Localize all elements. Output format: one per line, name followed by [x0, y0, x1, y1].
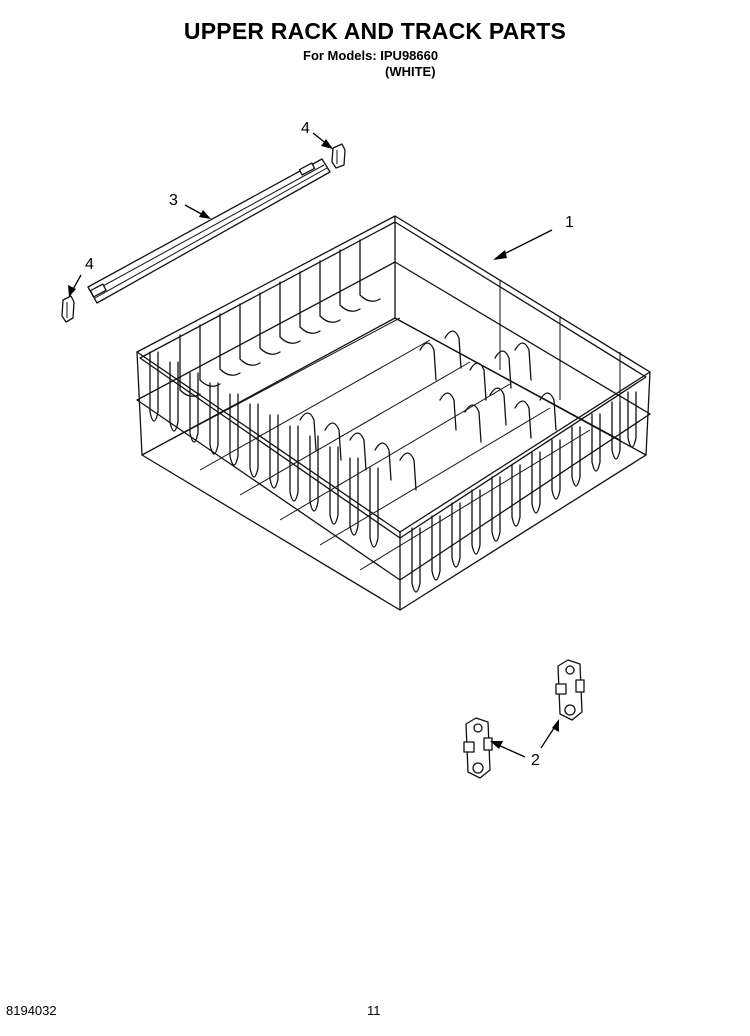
leader-2-right — [540, 719, 559, 749]
leader-3 — [184, 204, 211, 219]
rack-roller-upper — [555, 659, 585, 721]
page-number: 11 — [367, 1003, 381, 1018]
callout-2: 2 — [531, 752, 540, 769]
page-title: UPPER RACK AND TRACK PARTS — [183, 18, 567, 44]
leader-1 — [493, 229, 553, 260]
leader-4-top — [312, 132, 333, 149]
callout-3: 3 — [169, 192, 178, 209]
callout-1: 1 — [565, 214, 574, 231]
models-line: For Models: IPU98660 — [303, 48, 439, 63]
track-stop-top — [331, 143, 346, 169]
color-line: (WHITE) — [385, 64, 436, 79]
rack-roller-lower — [463, 717, 493, 779]
leader-2-left — [490, 741, 526, 758]
doc-number: 8194032 — [6, 1003, 57, 1018]
leader-4-left — [68, 274, 82, 297]
callout-4-top: 4 — [301, 120, 310, 137]
upper-rack-basket — [136, 215, 651, 611]
callout-4-left: 4 — [85, 256, 94, 273]
track-stop-left — [61, 295, 75, 323]
upper-rack-track — [87, 158, 331, 304]
